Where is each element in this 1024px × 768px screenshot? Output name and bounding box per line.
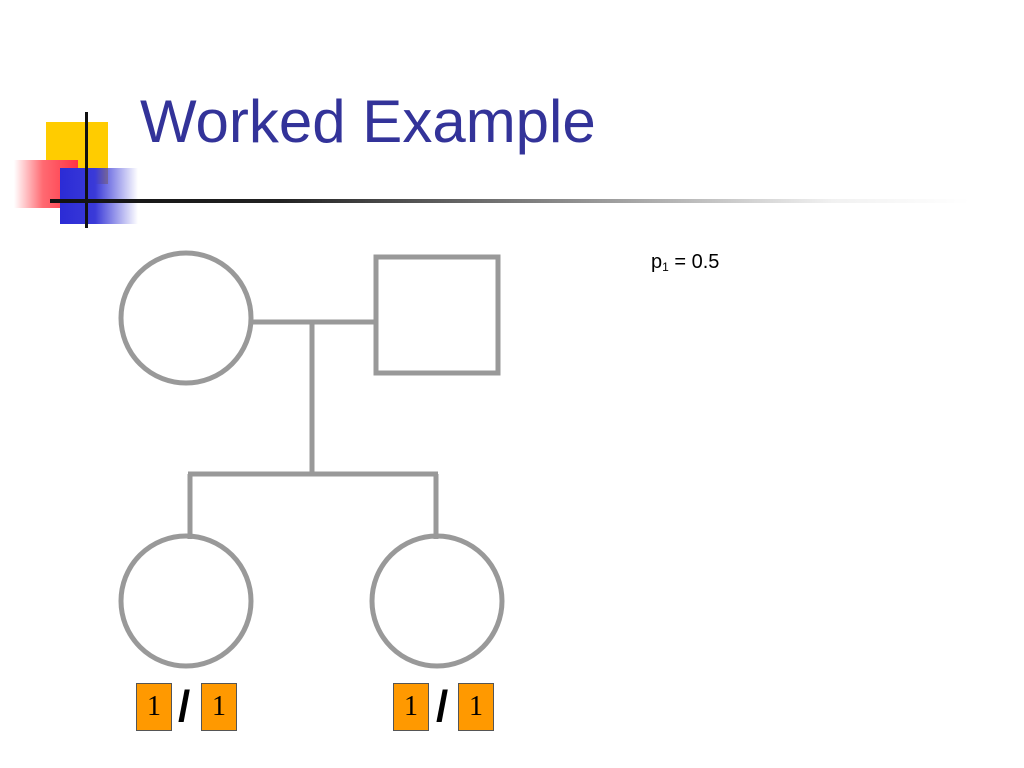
logo-blue-square bbox=[60, 168, 138, 224]
child-2-genotype-separator: / bbox=[436, 682, 449, 731]
child-2-allele-2: 1 bbox=[458, 683, 494, 731]
logo-vertical-line bbox=[85, 112, 88, 228]
allele-frequency-label: p1 = 0.5 bbox=[651, 251, 719, 274]
child-1-allele-1: 1 bbox=[136, 683, 172, 731]
child-1-circle bbox=[118, 533, 254, 669]
frequency-symbol: p bbox=[651, 251, 663, 273]
slide-title: Worked Example bbox=[140, 88, 596, 155]
mother-circle bbox=[118, 250, 254, 386]
frequency-subscript: 1 bbox=[662, 260, 669, 274]
child-2-allele-1: 1 bbox=[393, 683, 429, 731]
child-2-circle bbox=[369, 533, 505, 669]
father-square bbox=[373, 254, 501, 376]
child-1-allele-2: 1 bbox=[201, 683, 237, 731]
frequency-value: = 0.5 bbox=[668, 251, 720, 273]
child-1-genotype-separator: / bbox=[178, 682, 191, 731]
title-underline bbox=[50, 199, 970, 203]
